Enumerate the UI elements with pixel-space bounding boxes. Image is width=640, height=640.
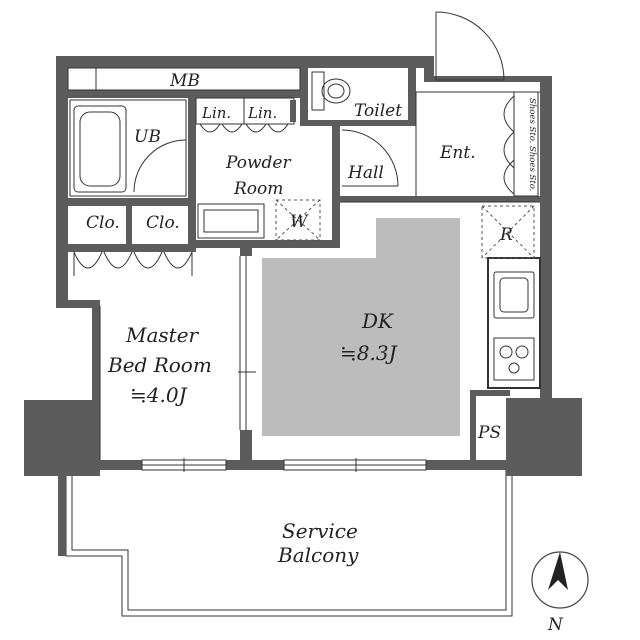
linen-label-1: Lin. [201,104,231,122]
powder-room-label-2: Room [233,179,283,199]
sink-icon [493,271,535,319]
sink-icon [197,203,265,239]
dining-kitchen: DK ≒8.3J [262,218,460,436]
closet-label-2: Clo. [146,213,180,233]
dk-label: DK [361,309,394,333]
entrance-door [435,11,505,81]
dk-size: ≒8.3J [340,341,398,365]
balcony-label-1: Service [282,519,358,543]
closets: Clo. Clo. [73,213,193,276]
powder-room-label-1: Powder [225,153,291,173]
master-bed-label-1: Master [125,323,200,347]
hall: Hall [340,129,540,203]
washer-label: W [290,212,309,232]
washer-space: W [275,199,321,241]
master-bed-label-2: Bed Room [107,353,212,377]
kitchen [493,271,535,381]
stove-icon [493,337,535,381]
outer-walls [24,56,582,476]
master-bed-size: ≒4.0J [130,383,188,407]
shoes-storage-label-1: Shoes Sto. [527,98,537,143]
balcony-label-2: Balcony [277,543,359,567]
north-arrow-icon [548,552,568,590]
mb-label: MB [169,71,200,91]
windows [141,458,427,472]
ub-label: UB [134,127,161,147]
master-bed-room: Master Bed Room ≒4.0J [99,256,256,460]
compass: N [531,551,589,635]
entrance-label: Ent. [439,143,476,163]
linen-label-2: Lin. [247,104,277,122]
shoes-storage-label-2: Shoes Sto. [527,146,537,191]
pillar-left [24,400,100,476]
mb-area: MB [67,67,301,91]
toilet-icon [311,71,351,111]
ps-label: PS [477,423,501,443]
dk-area [262,218,460,436]
toilet-label: Toilet [354,101,402,121]
balcony [58,470,514,618]
bathtub-icon [73,105,127,193]
powder-room: Lin. Lin. Powder Room [195,97,296,239]
interior-walls [68,62,541,460]
hall-label: Hall [347,163,384,183]
pillar-right [506,398,582,476]
toilet-room: Toilet [311,71,402,121]
fridge-space: R [481,205,535,259]
pipe-space: PS [477,423,501,443]
fridge-label: R [499,225,513,245]
north-label: N [547,615,564,635]
closet-label-1: Clo. [86,213,120,233]
unit-bath: UB [69,99,187,197]
entrance: Ent. Shoes Sto. Shoes Sto. [415,91,540,197]
